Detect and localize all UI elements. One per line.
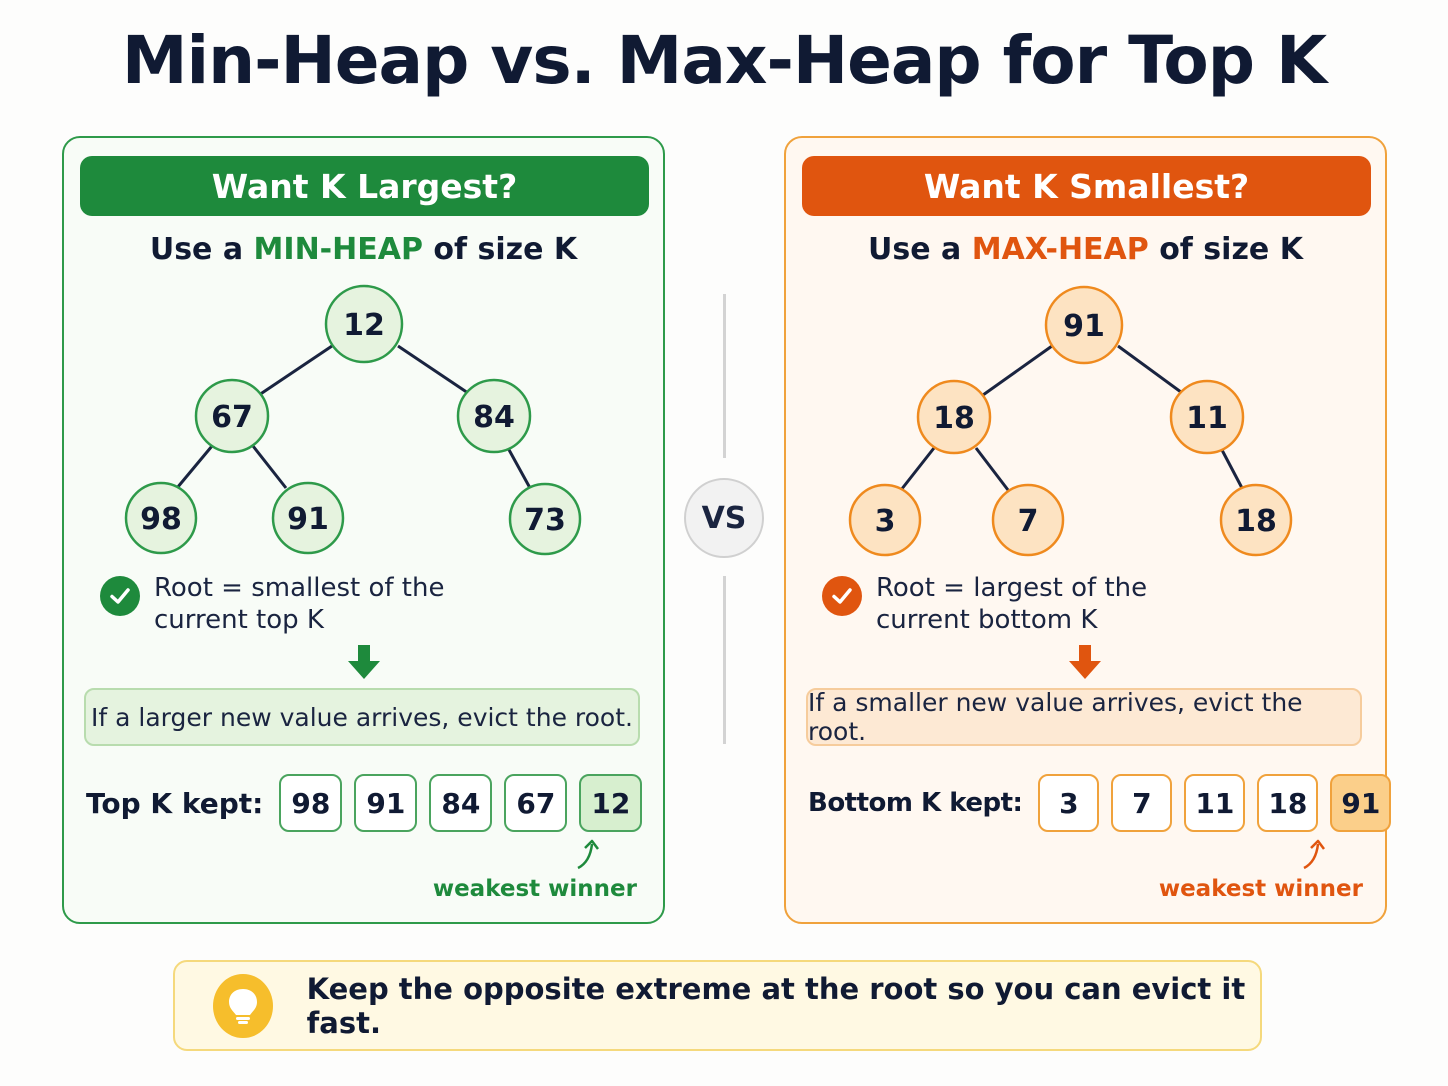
tree-edge: [251, 445, 288, 489]
vs-badge: VS: [684, 478, 764, 558]
tree-edge: [506, 447, 532, 489]
right-weakest-label: weakest winner: [1158, 876, 1363, 902]
tree-node: [991, 483, 1065, 557]
tree-node-label: 12: [343, 308, 385, 343]
tree-edge: [974, 447, 1010, 491]
left-weakest-label: weakest winner: [432, 876, 637, 902]
right-root-note: Root = largest of the current bottom K: [822, 572, 1242, 636]
tree-edge: [982, 344, 1053, 397]
down-arrow-icon: [1069, 645, 1101, 679]
min-heap-tree: 12 67 84 98 91 73: [124, 284, 582, 556]
left-subtitle-prefix: Use a: [149, 232, 254, 267]
tree-node-label: 18: [1235, 504, 1277, 539]
left-note-line2: current top K: [154, 605, 324, 635]
min-heap-panel: Want K Largest? Use a MIN-HEAP of size K…: [62, 136, 665, 924]
tree-node-label: 91: [287, 502, 329, 537]
tree-edge: [258, 344, 333, 397]
down-arrow-icon: [348, 645, 380, 679]
tree-node: [1044, 285, 1124, 365]
left-kept-label: Top K kept:: [86, 786, 264, 820]
right-eviction-rule: If a smaller new value arrives, evict th…: [806, 688, 1362, 746]
tree-node: [324, 284, 404, 364]
tree-node-label: 3: [875, 504, 896, 539]
left-eviction-rule: If a larger new value arrives, evict the…: [84, 688, 640, 746]
tree-edge: [397, 344, 472, 397]
curved-up-arrow-icon: [577, 839, 599, 870]
tip-text: Keep the opposite extreme at the root so…: [306, 971, 1246, 1040]
tree-node-label: 73: [524, 503, 566, 538]
right-subtitle-prefix: Use a: [868, 232, 972, 267]
right-subtitle: Use a MAX-HEAP of size K: [786, 232, 1385, 267]
tree-node: [916, 379, 992, 455]
tree-node-label: 7: [1018, 504, 1039, 539]
tip-callout: Keep the opposite extreme at the root so…: [173, 960, 1262, 1051]
kept-value: 11: [1184, 774, 1246, 832]
tree-node: [508, 482, 582, 556]
kept-value: 7: [1111, 774, 1173, 832]
left-kept-row: Top K kept: 98 91 84 67 12: [86, 774, 643, 832]
tree-node: [848, 483, 922, 557]
curved-up-arrow-icon: [1303, 839, 1325, 870]
kept-value: 18: [1257, 774, 1319, 832]
tree-node-label: 11: [1186, 401, 1228, 436]
tree-node-label: 18: [933, 401, 975, 436]
tree-edge: [1117, 344, 1186, 397]
tree-node: [456, 378, 532, 454]
tree-node-label: 91: [1063, 309, 1105, 344]
left-subtitle-highlight: MIN-HEAP: [253, 232, 423, 267]
check-circle-icon: [822, 576, 862, 616]
right-banner: Want K Smallest?: [802, 156, 1371, 216]
max-heap-panel: Want K Smallest? Use a MAX-HEAP of size …: [784, 136, 1392, 924]
kept-value: 3: [1038, 774, 1100, 832]
left-subtitle-suffix: of size K: [422, 232, 578, 267]
tree-node: [194, 378, 270, 454]
right-note-line1: Root = largest of the: [876, 573, 1148, 603]
kept-value: 91: [354, 774, 418, 832]
tree-node: [1219, 483, 1293, 557]
right-kept-row: Bottom K kept: 3 7 11 18 91: [808, 774, 1392, 832]
divider-line-top: [723, 294, 726, 458]
kept-value-weakest: 91: [1330, 774, 1392, 832]
kept-value: 98: [279, 774, 343, 832]
tree-node-label: 67: [211, 400, 253, 435]
left-root-note: Root = smallest of the current top K: [100, 572, 520, 636]
check-circle-icon: [100, 576, 140, 616]
tree-edge: [899, 447, 936, 491]
left-note-line1: Root = smallest of the: [154, 573, 445, 603]
tree-node-label: 84: [473, 400, 515, 435]
tree-node: [124, 481, 198, 555]
max-heap-tree: 91 18 11 3 7 18: [848, 285, 1293, 557]
tree-node: [1169, 379, 1245, 455]
tree-edge: [175, 445, 214, 489]
left-subtitle: Use a MIN-HEAP of size K: [64, 232, 663, 267]
right-kept-label: Bottom K kept:: [808, 788, 1023, 818]
kept-value: 67: [504, 774, 568, 832]
tree-node-label: 98: [140, 502, 182, 537]
right-subtitle-highlight: MAX-HEAP: [971, 232, 1149, 267]
page-title: Min-Heap vs. Max-Heap for Top K: [121, 22, 1327, 99]
divider-line-bottom: [723, 576, 726, 744]
lightbulb-icon: [213, 973, 273, 1038]
left-banner: Want K Largest?: [80, 156, 649, 216]
tree-node: [271, 481, 345, 555]
right-note-line2: current bottom K: [876, 605, 1098, 635]
kept-value-weakest: 12: [579, 774, 643, 832]
right-subtitle-suffix: of size K: [1148, 232, 1303, 267]
kept-value: 84: [429, 774, 493, 832]
tree-edge: [1220, 449, 1244, 489]
